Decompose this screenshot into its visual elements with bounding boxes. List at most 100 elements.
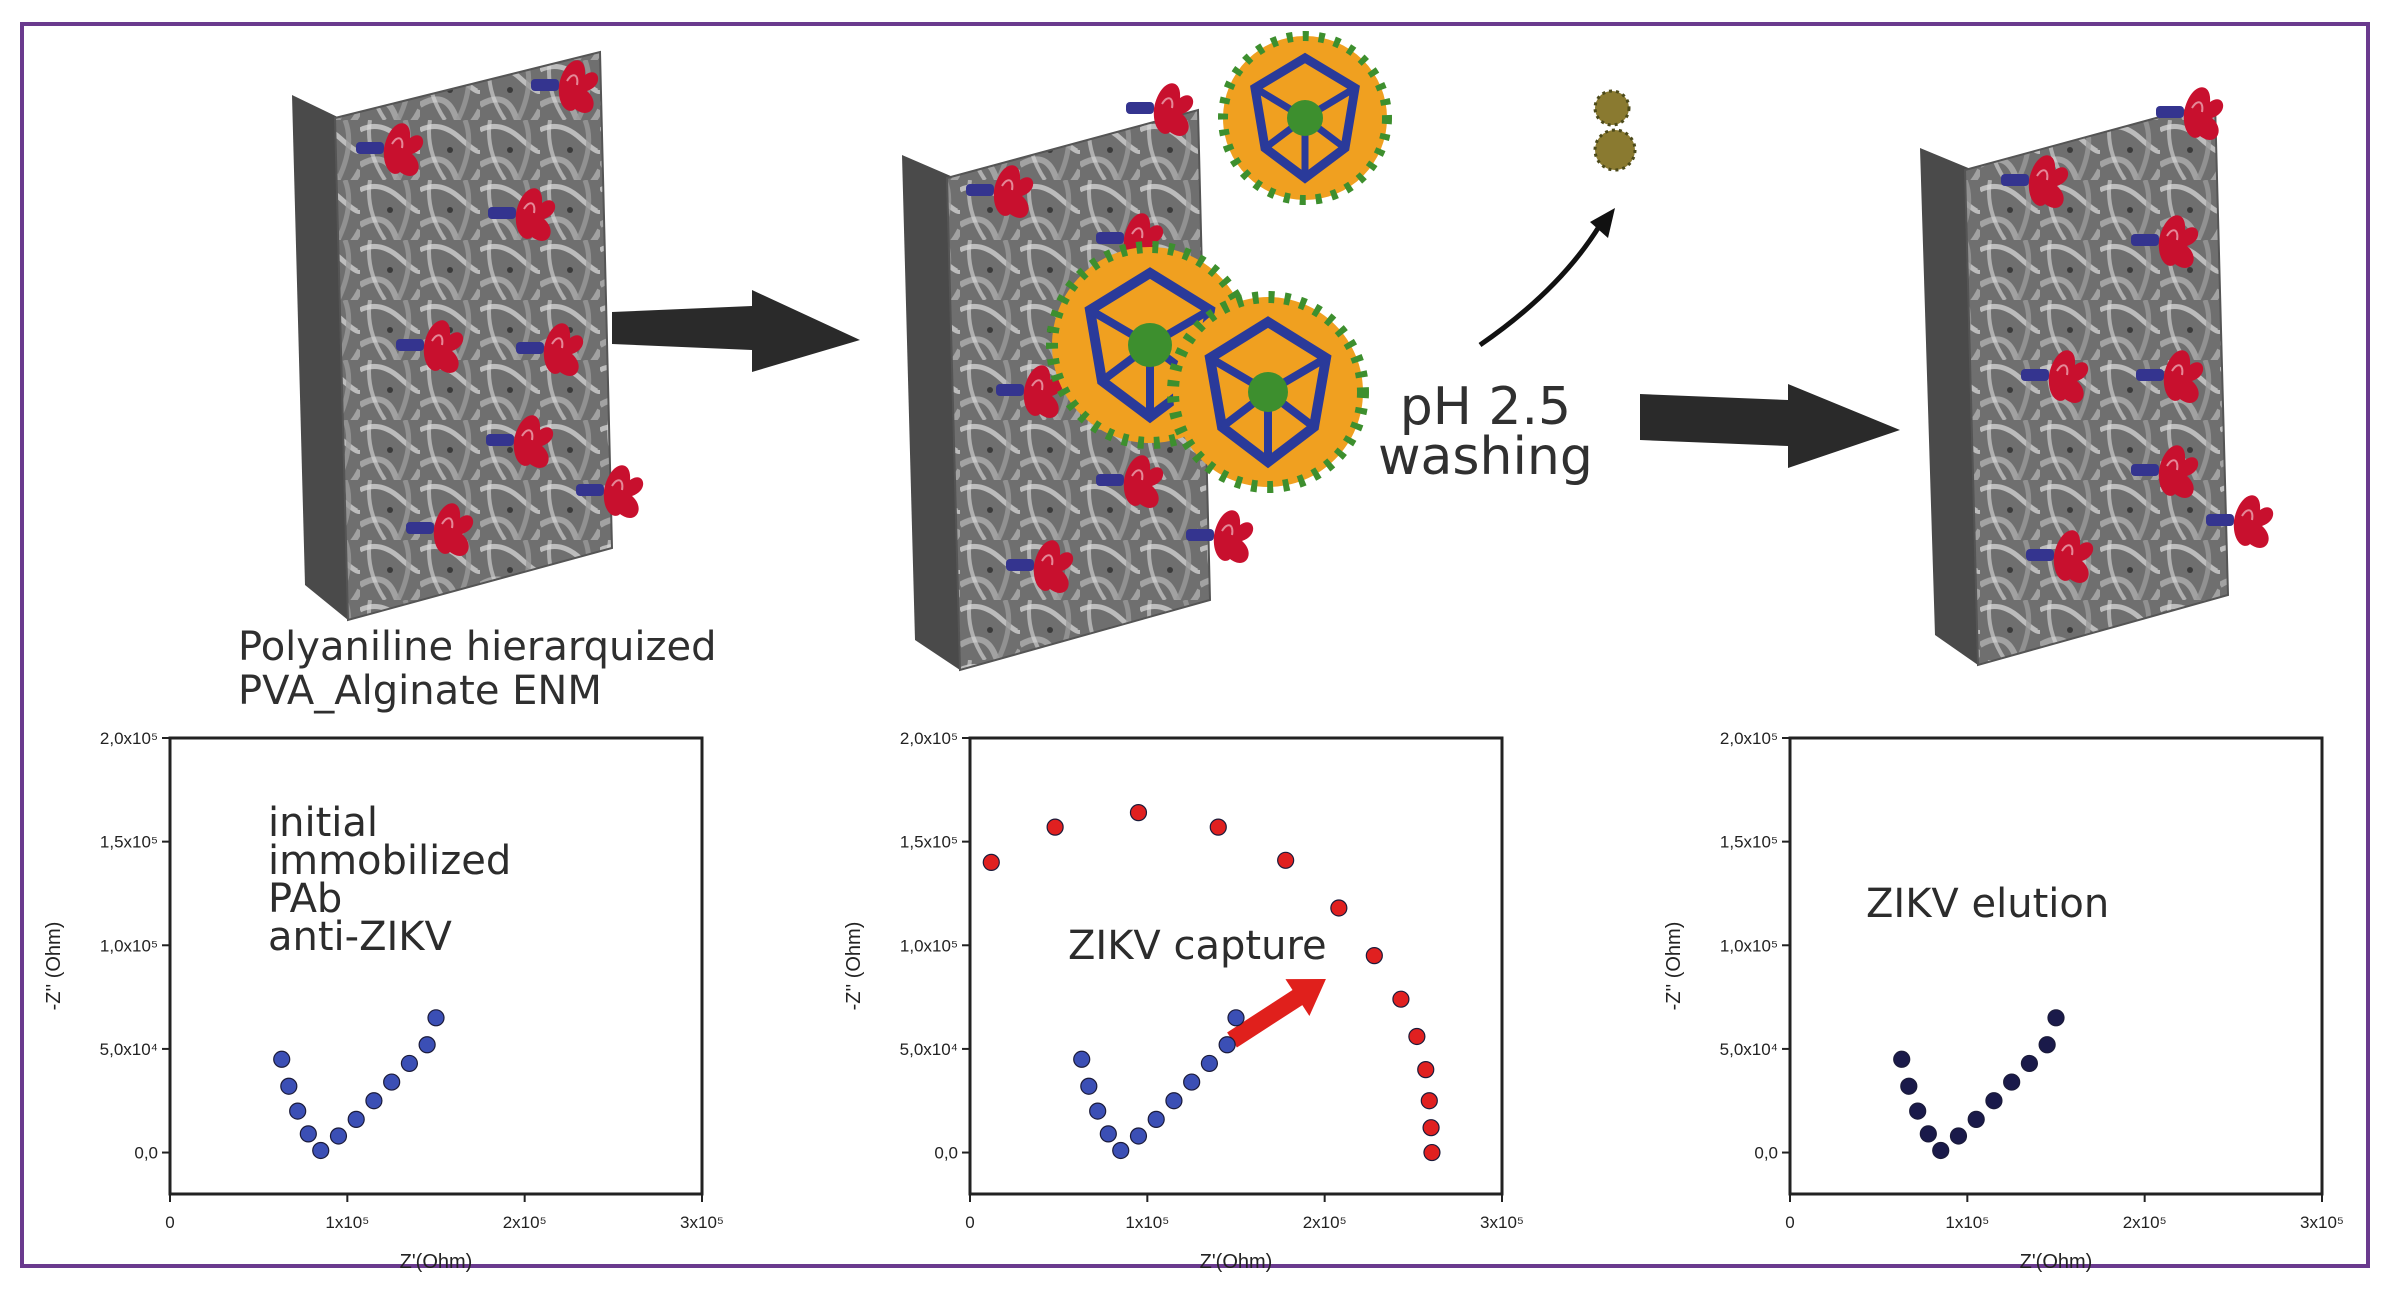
chart2-series1-point [1080, 1077, 1098, 1095]
chart3-series1-point [2038, 1036, 2056, 1054]
chart2-ytick-label: 5,0x10⁴ [900, 1040, 958, 1059]
chart3-xtick-label: 0 [1785, 1213, 1794, 1232]
chart3-series1-point [2003, 1073, 2021, 1091]
chart3-ytick-label: 5,0x10⁴ [1720, 1040, 1778, 1059]
chart1-ytick-label: 1,5x10⁵ [100, 833, 158, 852]
chart2-series2-point [982, 853, 1000, 871]
chart3-frame [1788, 736, 2324, 1196]
chart1-annotation: initial immobilized PAb anti-ZIKV [268, 800, 512, 960]
chart3-series1-point [2020, 1054, 2039, 1073]
chart3-series1-point [1949, 1127, 1968, 1145]
chart3-ytick-label: 1,0x10⁵ [1720, 936, 1778, 955]
chart2-ylabel: -Z'' (Ohm) [843, 922, 865, 1011]
chart1-series1-point [280, 1077, 298, 1095]
chart1-series1-point [329, 1127, 348, 1145]
chart1-annotation-line-3: PAb [268, 876, 343, 922]
chart3-ytick-label: 0,0 [1754, 1144, 1778, 1163]
chart2-xlabel: Z'(Ohm) [1200, 1251, 1273, 1273]
chart1-series1-point [347, 1110, 365, 1128]
chart2-series2-point [1365, 947, 1383, 965]
chart1-xtick-label: 0 [165, 1213, 174, 1232]
chart1-xtick-label: 3x10⁵ [680, 1213, 724, 1232]
chart2-series2-point [1422, 1119, 1440, 1137]
chart2-xtick-label: 0 [965, 1213, 974, 1232]
chart2-series1-point [1227, 1009, 1245, 1027]
elution-condition: pH 2.5 washing [1378, 381, 1593, 483]
chart2-ytick-label: 1,0x10⁵ [900, 936, 958, 955]
chart3-series1-point [1893, 1050, 1911, 1068]
chart2-series2-point [1417, 1061, 1435, 1079]
capture-arrow [1227, 979, 1326, 1048]
chart3-xtick-label: 3x10⁵ [2300, 1213, 2344, 1232]
chart1-series1-point [383, 1073, 401, 1091]
chart2-series2-point [1330, 899, 1348, 917]
chart1-xlabel: Z'(Ohm) [400, 1251, 473, 1273]
chart2-series2-point [1392, 990, 1410, 1008]
chart3-series1-point [2047, 1009, 2065, 1027]
chart2-series1-point [1073, 1050, 1091, 1068]
chart2-series1-point [1165, 1092, 1183, 1110]
zika-virus-particles [1046, 31, 1637, 493]
chart1-xtick-label: 1x10⁵ [325, 1213, 369, 1232]
chart1-annotation-line-4: anti-ZIKV [268, 914, 452, 960]
chart2-series2-point [1277, 851, 1295, 869]
chart2-annotation: ZIKV capture [1068, 923, 1327, 969]
chart3-series1-point [1900, 1077, 1918, 1095]
chart1-ytick-label: 2,0x10⁵ [100, 729, 158, 748]
chart3-ytick-label: 1,5x10⁵ [1720, 833, 1778, 852]
chart1-series1-point [273, 1050, 291, 1068]
chart2-series1-point [1183, 1073, 1201, 1091]
chart2-series1-point [1129, 1127, 1148, 1145]
chart3-series1-point [1919, 1125, 1937, 1143]
chart2-xtick-label: 2x10⁵ [1303, 1213, 1347, 1232]
chart3-xtick-label: 1x10⁵ [1945, 1213, 1989, 1232]
process-arrow-2 [1640, 384, 1900, 468]
chart2-series1-point [1218, 1036, 1236, 1054]
chart2-series1-point [1200, 1054, 1219, 1073]
membrane-panel-1 [292, 50, 645, 622]
release-arrow [1478, 223, 1603, 348]
chart1-annotation-line-1: initial [268, 800, 378, 846]
chart2-series1-point [1147, 1110, 1165, 1128]
chart2-series2-point [1209, 818, 1227, 836]
chart2-series2-point [1423, 1143, 1441, 1162]
chart2-series2-point [1420, 1092, 1438, 1110]
chart2-ytick-label: 2,0x10⁵ [900, 729, 958, 748]
chart2-series1-point [1099, 1125, 1117, 1143]
chart3-xtick-label: 2x10⁵ [2123, 1213, 2167, 1232]
chart3-annotation: ZIKV elution [1866, 881, 2110, 927]
chart3-series1-point [1932, 1141, 1950, 1160]
chart2-series2-point [1408, 1027, 1426, 1046]
chart1-series1-point [427, 1009, 445, 1027]
chart1-series1-point [312, 1141, 330, 1160]
chart2-series2-point [1046, 818, 1064, 836]
chart2-series1-point [1089, 1102, 1107, 1120]
chart1-ylabel: -Z'' (Ohm) [43, 922, 65, 1011]
chart1-xtick-label: 2x10⁵ [503, 1213, 547, 1232]
chart1-ytick-label: 1,0x10⁵ [100, 936, 158, 955]
chart3-series1-point [1909, 1102, 1927, 1120]
membrane-caption-line-2: PVA_Alginate ENM [238, 668, 602, 714]
membrane-panel-3 [1920, 86, 2275, 667]
membrane-caption-line-1: Polyaniline hierarquized [238, 624, 717, 670]
chart3-series1-point [1967, 1110, 1985, 1128]
chart1-annotation-line-2: immobilized [268, 838, 512, 884]
chart1-series1-point [400, 1054, 418, 1073]
chart2-ytick-label: 0,0 [934, 1144, 958, 1163]
chart1-series1-point [418, 1036, 436, 1054]
chart3-ytick-label: 2,0x10⁵ [1720, 729, 1778, 748]
chart1-ytick-label: 0,0 [134, 1144, 158, 1163]
chart1-series1-point [365, 1092, 383, 1110]
chart2-frame [968, 736, 1504, 1196]
chart3-series1-point [1985, 1092, 2003, 1110]
chart1-series1-point [289, 1102, 307, 1120]
chart2-ytick-label: 1,5x10⁵ [900, 833, 958, 852]
process-arrow-1 [612, 290, 860, 372]
chart2-series2-point [1129, 804, 1148, 822]
chart3-ylabel: -Z'' (Ohm) [1663, 922, 1685, 1011]
chart2-xtick-label: 3x10⁵ [1480, 1213, 1524, 1232]
chart3-xlabel: Z'(Ohm) [2020, 1251, 2093, 1273]
chart1-frame [168, 736, 704, 1196]
